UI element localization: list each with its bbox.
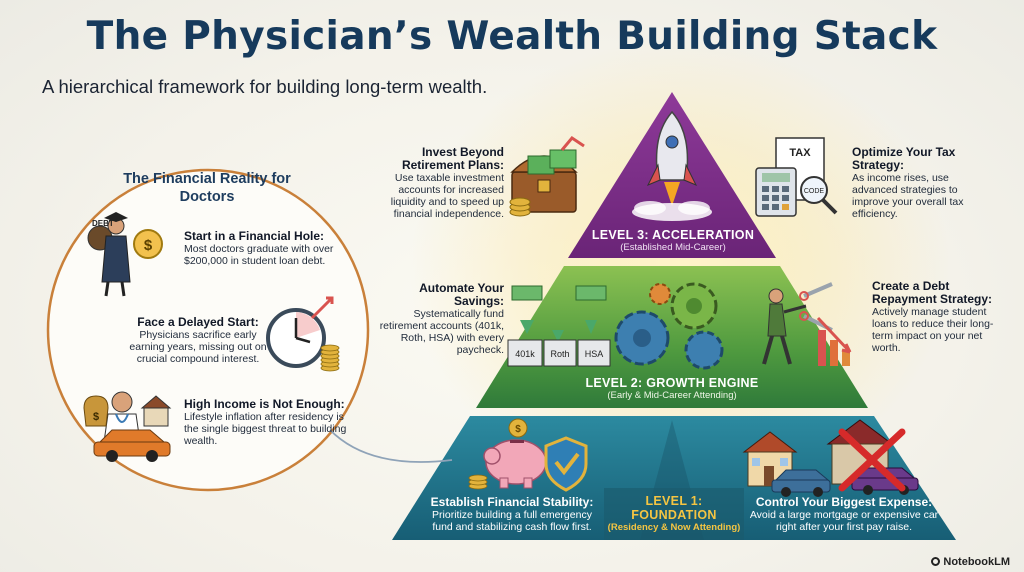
level1-left-text: Establish Financial Stability: Prioritiz… [424, 495, 600, 534]
financial-reality-title: The Financial Reality for Doctors [123, 171, 291, 205]
level1-right-body: Avoid a large mortgage or expensive car … [749, 509, 939, 533]
level2-sub: (Early & Mid-Career Attending) [607, 390, 737, 401]
svg-text:CODE: CODE [804, 188, 825, 195]
piggy-bank-icon: $ [468, 418, 547, 490]
reality-item-body: Most doctors graduate with over $200,000… [184, 243, 334, 267]
reality-item-body: Physicians sacrifice early earning years… [129, 329, 267, 365]
graduate-debt-icon: DEBT [87, 212, 131, 297]
reality-item-income: High Income is Not Enough: Lifestyle inf… [184, 397, 352, 448]
level2-right-heading: Create a Debt Repayment Strategy: [872, 279, 993, 306]
page-subtitle: A hierarchical framework for building lo… [42, 76, 488, 97]
level2-tier [476, 266, 868, 408]
level3-left-text: Invest Beyond Retirement Plans: Use taxa… [372, 145, 504, 221]
svg-text:$: $ [515, 424, 521, 435]
svg-text:$: $ [93, 411, 99, 423]
debt-cutting-icon [762, 282, 852, 366]
level3-right-text: Optimize Your Tax Strategy: As income ri… [852, 145, 978, 221]
connector-line [329, 429, 453, 463]
level3-right-body: As income rises, use advanced strategies… [852, 172, 964, 220]
level1-right-text: Control Your Biggest Expense: Avoid a la… [746, 495, 942, 534]
level1-right-heading: Control Your Biggest Expense: [755, 495, 933, 509]
level2-right-text: Create a Debt Repayment Strategy: Active… [872, 279, 1012, 355]
footer-label: NotebookLM [943, 556, 1010, 568]
svg-text:DEBT: DEBT [92, 219, 114, 228]
notebooklm-watermark: NotebookLM [931, 556, 1010, 568]
level1-sub: (Residency & Now Attending) [607, 522, 741, 533]
treasure-chest-icon [509, 136, 585, 217]
level3-title: LEVEL 3: ACCELERATION [591, 228, 755, 242]
doctor-car-house-icon: $ [83, 391, 172, 462]
clock-coins-icon [266, 296, 340, 372]
reality-item-heading: High Income is Not Enough: [184, 397, 345, 411]
reality-item-hole: Start in a Financial Hole: Most doctors … [184, 229, 334, 268]
level1-title: LEVEL 1: FOUNDATION [631, 494, 717, 522]
level2-left-heading: Automate Your Savings: [419, 281, 504, 308]
level1-label: LEVEL 1: FOUNDATION (Residency & Now Att… [606, 494, 742, 533]
notebooklm-logo-icon [931, 557, 941, 566]
svg-text:TAX: TAX [789, 147, 811, 159]
rocket-icon [632, 110, 712, 221]
level2-right-body: Actively manage student loans to reduce … [872, 306, 994, 354]
level1-left-body: Prioritize building a full emergency fun… [432, 509, 592, 533]
savings-automation-icon: 401k Roth HSA [507, 285, 611, 367]
gears-icon [614, 282, 724, 370]
reality-item-heading: Start in a Financial Hole: [184, 229, 325, 243]
shield-check-icon [544, 436, 588, 492]
reality-item-delayed: Face a Delayed Start: Physicians sacrifi… [128, 315, 268, 366]
level2-title: LEVEL 2: GROWTH ENGINE [585, 376, 759, 390]
level2-left-body: Systematically fund retirement accounts … [379, 308, 504, 356]
level1-left-heading: Establish Financial Stability: [430, 495, 594, 509]
reality-item-body: Lifestyle inflation after residency is t… [184, 411, 347, 447]
level3-label: LEVEL 3: ACCELERATION (Established Mid-C… [578, 228, 768, 253]
dollar-coin-icon: $ [133, 229, 163, 259]
svg-text:HSA: HSA [585, 349, 604, 359]
level3-left-body: Use taxable investment accounts for incr… [390, 172, 504, 220]
page-title: The Physician’s Wealth Building Stack [86, 14, 938, 59]
reality-item-heading: Face a Delayed Start: [137, 315, 259, 329]
tax-document-icon: TAX CODE [755, 137, 838, 217]
level2-label: LEVEL 2: GROWTH ENGINE (Early & Mid-Care… [560, 376, 784, 401]
level2-left-text: Automate Your Savings: Systematically fu… [370, 281, 504, 357]
svg-text:$: $ [144, 237, 153, 254]
level3-left-heading: Invest Beyond Retirement Plans: [401, 145, 504, 172]
house-car-icon [742, 419, 919, 497]
level3-sub: (Established Mid-Career) [620, 242, 726, 253]
svg-text:Roth: Roth [550, 349, 569, 359]
svg-text:401k: 401k [515, 349, 535, 359]
level3-right-heading: Optimize Your Tax Strategy: [852, 145, 956, 172]
